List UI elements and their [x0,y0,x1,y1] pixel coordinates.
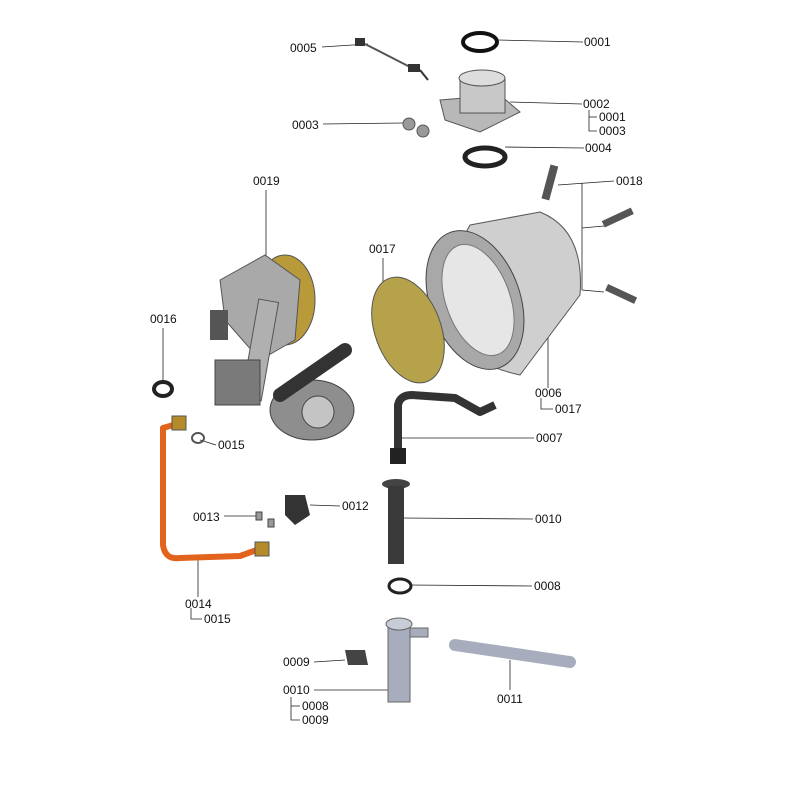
screw-0013 [255,511,263,521]
label-0006: 0006 [535,386,562,400]
label-0011: 0011 [497,692,523,706]
clip-0009 [345,650,368,665]
label-0003: 0003 [292,118,319,132]
sensor-cable-0005 [355,38,429,81]
siphon-body-0010 [385,617,429,703]
o-ring-0015 [191,432,205,444]
label-0009: 0009 [283,655,310,669]
label-0002: 0002 [583,97,610,111]
label-0014-sub-0015: 0015 [204,612,231,626]
siphon-tube-0010 [382,479,410,564]
label-0002-sub-0001: 0001 [599,110,626,124]
clips-0018 [541,164,638,304]
leader-lines [162,39,615,721]
o-ring-0008 [387,577,413,595]
label-0008: 0008 [534,579,561,593]
condensate-pipe-0007 [394,391,497,455]
label-0010-sub-0008: 0008 [302,699,329,713]
label-0013: 0013 [193,510,220,524]
label-0007: 0007 [536,431,563,445]
label-0017: 0017 [369,242,396,256]
burner-door-0017 [371,276,445,384]
gas-pipe-0014 [160,415,270,562]
fan-assembly-0019 [210,254,355,441]
label-0014: 0014 [185,597,212,611]
label-0010-top: 0010 [535,512,562,526]
flue-adapter-0002 [439,69,521,133]
screw-0013b [267,518,275,528]
label-0018: 0018 [616,174,643,188]
pipe-end-0007 [390,448,406,464]
heat-exchanger-0006 [425,211,581,376]
clip-0012 [285,495,310,525]
label-0010-sub-0009: 0009 [302,713,329,727]
label-0015: 0015 [218,438,245,452]
label-0012: 0012 [342,499,369,513]
label-0005: 0005 [290,41,317,55]
label-0001: 0001 [584,35,611,49]
cap-0003b [416,124,430,138]
label-0019: 0019 [253,174,280,188]
label-0004: 0004 [585,141,612,155]
gasket-0004 [462,145,508,169]
label-0006-sub-0017: 0017 [555,402,582,416]
label-0016: 0016 [150,312,177,326]
cap-0003 [402,117,416,131]
label-0002-sub-0003: 0003 [599,124,626,138]
grommet-0016 [152,380,174,398]
seal-ring-0001 [461,31,499,53]
drain-hose-0011 [449,639,576,668]
label-0010-bottom: 0010 [283,683,310,697]
